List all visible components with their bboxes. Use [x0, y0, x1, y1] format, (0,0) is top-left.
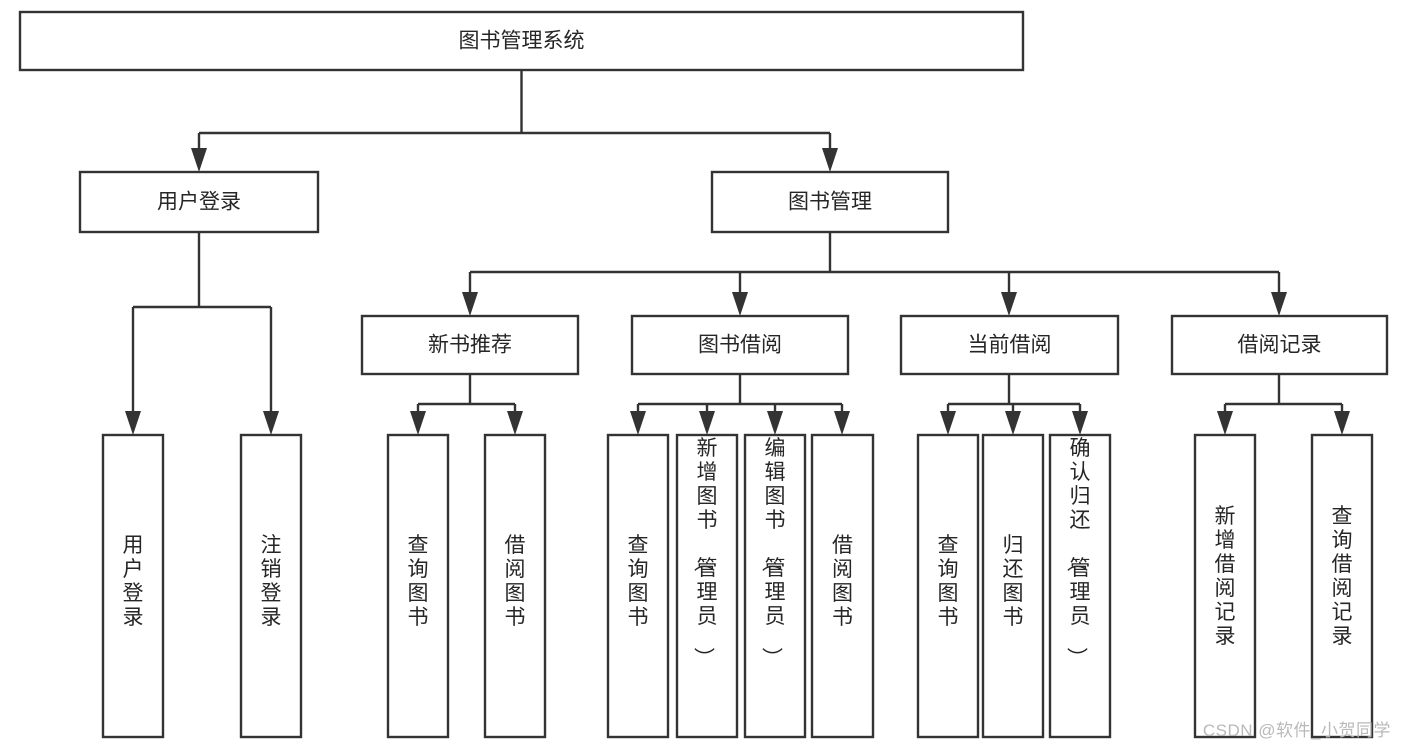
arrowhead-leaf-edit-book	[767, 411, 783, 435]
node-leaf-confirm-return-label: 确认归还（管理员）	[1065, 437, 1091, 668]
node-login-box[interactable]	[78, 170, 320, 234]
node-leaf-return-book-label: 归还图书	[1003, 534, 1024, 629]
arrowhead-leaf-borrow-book-2	[834, 411, 850, 435]
node-leaf-query-record-label: 查询借阅记录	[1332, 505, 1353, 648]
node-leaf-query-book-2-box[interactable]	[606, 433, 670, 739]
node-leaf-add-book-label: 新增图书（管理员）	[692, 437, 718, 668]
node-newbook-label: 新书推荐	[428, 334, 512, 357]
arrowhead-newbook	[462, 292, 478, 316]
node-leaf-return-book[interactable]: 归还图书	[981, 433, 1045, 739]
arrowhead-leaf-query-record	[1334, 411, 1350, 435]
node-leaf-borrow-book-2-box[interactable]	[810, 433, 875, 739]
arrowhead-bookmgmt	[822, 148, 838, 172]
node-leaf-edit-book[interactable]: 编辑图书（管理员）	[743, 433, 807, 739]
node-leaf-return-book-box[interactable]	[981, 433, 1045, 739]
node-leaf-query-book-2-label: 查询图书	[628, 534, 649, 629]
arrowhead-leaf-logout	[263, 411, 279, 435]
connector-group-borrow-to-leaves	[630, 374, 850, 435]
node-newbook-box[interactable]	[360, 314, 580, 376]
node-leaf-add-record-label: 新增借阅记录	[1215, 505, 1236, 648]
node-borrow-box[interactable]	[630, 314, 850, 376]
node-current-box[interactable]	[899, 314, 1120, 376]
arrowhead-leaf-query-book-2	[630, 411, 646, 435]
node-borrow-label: 图书借阅	[698, 334, 782, 357]
arrowhead-leaf-add-book	[699, 411, 715, 435]
node-leaf-borrow-book-1-label: 借阅图书	[505, 534, 526, 629]
node-leaf-query-book-1-box[interactable]	[386, 433, 450, 739]
arrowhead-leaf-query-book-3	[940, 411, 956, 435]
arrowhead-leaf-add-record	[1217, 411, 1233, 435]
node-bookmgmt[interactable]: 图书管理	[710, 170, 950, 234]
node-leaf-confirm-return[interactable]: 确认归还（管理员）	[1048, 433, 1112, 739]
connector-group-newbook-to-leaves	[410, 374, 523, 435]
csdn-watermark: CSDN @软件_小贺同学	[1202, 721, 1391, 740]
arrowhead-login	[191, 148, 207, 172]
node-leaf-edit-book-label: 编辑图书（管理员）	[760, 437, 786, 668]
node-root[interactable]: 图书管理系统	[18, 10, 1025, 72]
arrowhead-current	[1001, 292, 1017, 316]
node-login[interactable]: 用户登录	[78, 170, 320, 234]
arrowhead-leaf-query-book-1	[410, 411, 426, 435]
node-root-box[interactable]	[18, 10, 1025, 72]
node-leaf-query-record-box[interactable]	[1310, 433, 1374, 739]
node-leaf-borrow-book-1-box[interactable]	[483, 433, 547, 739]
node-leaf-confirm-return-box[interactable]	[1048, 433, 1112, 739]
node-leaf-query-record[interactable]: 查询借阅记录	[1310, 433, 1374, 739]
arrowhead-records	[1271, 292, 1287, 316]
node-login-label: 用户登录	[157, 191, 241, 214]
node-leaf-query-book-3-box[interactable]	[916, 433, 980, 739]
node-leaf-user-login-box[interactable]	[101, 433, 165, 739]
node-borrow[interactable]: 图书借阅	[630, 314, 850, 376]
node-leaf-borrow-book-2[interactable]: 借阅图书	[810, 433, 875, 739]
node-leaf-borrow-book-2-label: 借阅图书	[832, 534, 853, 629]
node-leaf-edit-book-box[interactable]	[743, 433, 807, 739]
node-bookmgmt-label: 图书管理	[788, 191, 872, 214]
node-leaf-add-book[interactable]: 新增图书（管理员）	[675, 433, 739, 739]
node-leaf-user-login[interactable]: 用户登录	[101, 433, 165, 739]
connector-group-root-to-level2	[191, 70, 838, 172]
node-leaf-add-book-box[interactable]	[675, 433, 739, 739]
node-bookmgmt-box[interactable]	[710, 170, 950, 234]
arrowhead-borrow	[732, 292, 748, 316]
node-leaf-query-book-3-label: 查询图书	[938, 534, 959, 629]
arrowhead-leaf-return-book	[1005, 411, 1021, 435]
node-newbook[interactable]: 新书推荐	[360, 314, 580, 376]
arrowhead-leaf-borrow-book-1	[507, 411, 523, 435]
node-leaf-user-login-label: 用户登录	[123, 534, 144, 629]
node-leaf-query-book-1[interactable]: 查询图书	[386, 433, 450, 739]
arrowhead-leaf-user-login	[125, 411, 141, 435]
node-leaf-query-book-3[interactable]: 查询图书	[916, 433, 980, 739]
node-current[interactable]: 当前借阅	[899, 314, 1120, 376]
node-leaf-borrow-book-1[interactable]: 借阅图书	[483, 433, 547, 739]
node-leaf-logout-box[interactable]	[239, 433, 303, 739]
node-leaf-query-book-2[interactable]: 查询图书	[606, 433, 670, 739]
arrowhead-leaf-confirm-return	[1072, 411, 1088, 435]
node-leaf-logout-label: 注销登录	[261, 534, 282, 629]
node-root-label: 图书管理系统	[459, 30, 585, 53]
node-leaf-logout[interactable]: 注销登录	[239, 433, 303, 739]
node-records-label: 借阅记录	[1238, 334, 1322, 357]
connector-group-records-to-leaves	[1217, 374, 1350, 435]
connector-group-login-to-leaves	[125, 232, 279, 435]
connector-group-bookmgmt-to-level3	[462, 232, 1287, 316]
node-leaf-add-record[interactable]: 新增借阅记录	[1193, 433, 1257, 739]
node-leaf-add-record-box[interactable]	[1193, 433, 1257, 739]
node-current-label: 当前借阅	[968, 334, 1052, 357]
node-records[interactable]: 借阅记录	[1170, 314, 1389, 376]
node-records-box[interactable]	[1170, 314, 1389, 376]
connector-group-current-to-leaves	[940, 374, 1088, 435]
node-leaf-query-book-1-label: 查询图书	[408, 534, 429, 629]
